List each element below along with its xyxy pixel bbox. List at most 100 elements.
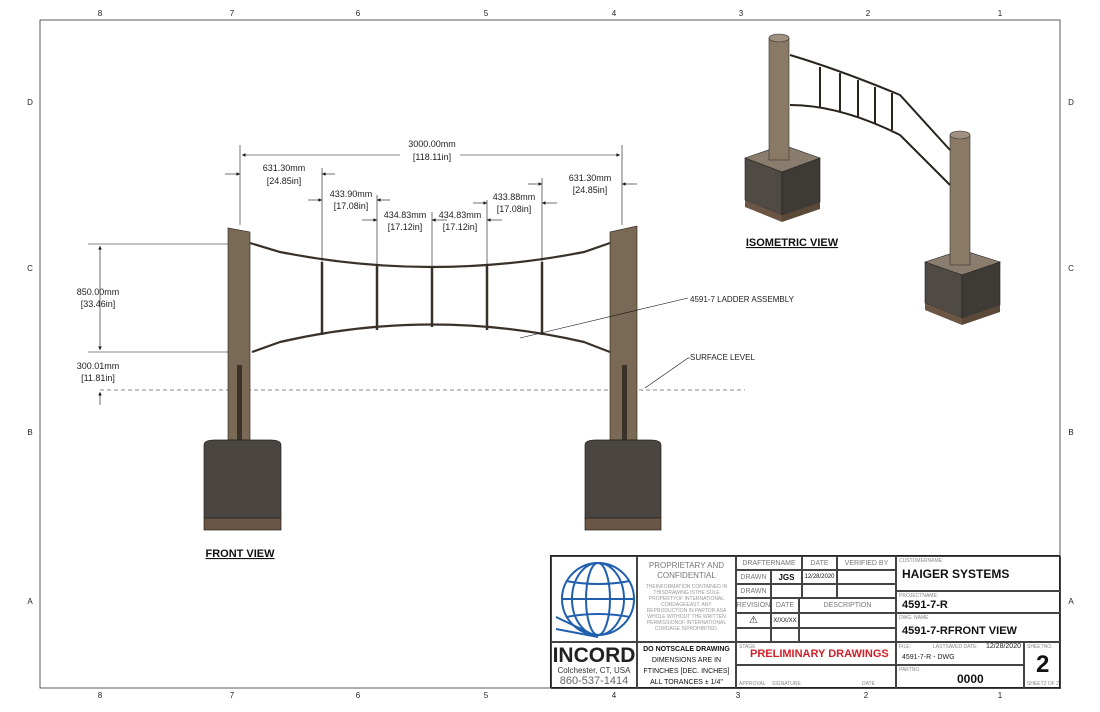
dim-right-mm: 631.30mm bbox=[569, 173, 612, 183]
drawn-label: DRAWN bbox=[736, 570, 771, 584]
dim-clearance-mm: 300.01mm bbox=[77, 361, 120, 371]
dim-span3-in: [17.12in] bbox=[443, 222, 478, 232]
zone-col-label: 8 bbox=[98, 691, 103, 700]
notes-cell: DO NOTSCALE DRAWING DIMENSIONS ARE IN FT… bbox=[637, 642, 736, 689]
revision-date-header: DATE bbox=[771, 598, 799, 613]
verified-by bbox=[837, 570, 896, 584]
dim-span3-mm: 434.83mm bbox=[439, 210, 482, 220]
company-cell: INCORD Colchester, CT, USA 860-537-1414 bbox=[551, 642, 637, 689]
dim-overall-in: [118.11in] bbox=[413, 152, 451, 162]
empty-cell bbox=[799, 628, 896, 642]
surface-callout: SURFACE LEVEL bbox=[690, 353, 755, 362]
right-base bbox=[584, 439, 662, 519]
company-name: INCORD bbox=[552, 643, 636, 667]
sheet-cell: SHEETNO. 2 SHEET2 OF 2 bbox=[1024, 642, 1061, 689]
dim-height-in: [33.46in] bbox=[81, 299, 116, 309]
top-rope bbox=[249, 241, 611, 269]
signature-label: SIGNATURE bbox=[772, 681, 801, 687]
part-label: PARTNO. bbox=[899, 667, 921, 673]
right-post bbox=[584, 225, 662, 531]
note-line: ALL TORANCES ± 1/4" bbox=[650, 678, 723, 686]
sheet-of: SHEET2 OF 2 bbox=[1027, 681, 1059, 687]
last-saved-date: 12/28/2020 bbox=[985, 643, 1021, 650]
zone-col-label: 6 bbox=[356, 691, 361, 700]
front-view-title: FRONT VIEW bbox=[205, 548, 275, 560]
note-line: DIMENSIONS ARE IN bbox=[651, 656, 722, 664]
project-cell: PROJECTNAME: 4591-7-R bbox=[896, 591, 1061, 613]
zone-col-label: 5 bbox=[484, 691, 489, 700]
date-header: DATE bbox=[802, 556, 837, 570]
zone-col-label: 7 bbox=[230, 691, 235, 700]
drafter-header: DRAFTERNAME bbox=[736, 556, 802, 570]
zone-col-label: 2 bbox=[864, 691, 869, 700]
empty-cell bbox=[837, 584, 896, 598]
iso-right-assembly bbox=[924, 130, 1001, 325]
sheet-number: 2 bbox=[1036, 651, 1050, 678]
empty-cell bbox=[736, 628, 771, 642]
zone-row-label: A bbox=[1068, 597, 1074, 606]
stage-value: PRELIMINARY DRAWINGS bbox=[750, 648, 889, 660]
proprietary-text: THEINFORMATION CONTAINED IN THISDRAWING … bbox=[645, 584, 728, 632]
zone-col-label: 5 bbox=[484, 9, 489, 18]
sheet-label: SHEETNO. bbox=[1027, 644, 1053, 650]
ladder-rungs bbox=[320, 262, 544, 335]
revision-date: X/XX/XX bbox=[771, 613, 799, 628]
note-line: FTINCHES [DEC. INCHES] bbox=[643, 667, 730, 675]
dim-left-mm: 631.30mm bbox=[263, 163, 306, 173]
dim-span4-mm: 433.88mm bbox=[493, 192, 536, 202]
dwg-name: 4591-7-RFRONT VIEW bbox=[902, 625, 1017, 637]
iso-ladder bbox=[789, 54, 951, 186]
revision-description bbox=[799, 613, 896, 628]
dim-overall-mm: 3000.00mm bbox=[408, 139, 456, 149]
warning-triangle-icon: ⚠ bbox=[736, 613, 771, 628]
zone-col-label: 3 bbox=[739, 9, 744, 18]
last-saved-label: LASTSAVED DATE: bbox=[933, 644, 978, 650]
note-line: DO NOTSCALE DRAWING bbox=[643, 645, 730, 653]
approval-label: APPROVAL bbox=[739, 681, 766, 687]
zone-col-label: 3 bbox=[736, 691, 741, 700]
title-block: INCORD Colchester, CT, USA 860-537-1414 … bbox=[550, 555, 1061, 689]
sheet-border bbox=[39, 19, 1061, 689]
file-name: 4591-7-R - DWG bbox=[902, 654, 955, 661]
verified-header: VERIFIED BY bbox=[837, 556, 896, 570]
logo-cell bbox=[551, 556, 637, 642]
proprietary-heading: PROPRIETARY AND CONFIDENTIAL bbox=[648, 561, 725, 580]
dim-left-in: [24.85in] bbox=[267, 176, 302, 186]
incord-globe-logo bbox=[555, 562, 635, 638]
part-number: 0000 bbox=[957, 672, 984, 686]
stage-label: STAGE bbox=[739, 644, 756, 650]
dimension-lines bbox=[88, 145, 690, 405]
isometric-view-title: ISOMETRIC VIEW bbox=[746, 237, 839, 249]
empty-cell bbox=[802, 584, 837, 598]
customer-name: HAIGER SYSTEMS bbox=[902, 567, 1010, 581]
approval-date-label: DATE bbox=[862, 681, 875, 687]
zone-row-label: C bbox=[27, 264, 33, 273]
file-cell: FILE: LASTSAVED DATE: 12/28/2020 4591-7-… bbox=[896, 642, 1024, 665]
dimension-labels: 3000.00mm [118.11in] 631.30mm [24.85in] … bbox=[77, 139, 612, 383]
dim-span4-in: [17.08in] bbox=[497, 204, 532, 214]
dwg-label: DWG. NAME bbox=[899, 615, 929, 621]
dim-height-mm: 850.00mm bbox=[77, 287, 120, 297]
customer-label: CUSTOMERNAME: bbox=[899, 558, 944, 564]
bottom-rope bbox=[251, 323, 611, 354]
dim-span2-mm: 434.83mm bbox=[384, 210, 427, 220]
approval-cell: APPROVAL SIGNATURE DATE bbox=[736, 665, 896, 689]
dim-right-in: [24.85in] bbox=[573, 185, 608, 195]
part-cell: PARTNO. 0000 bbox=[896, 665, 1024, 689]
zone-row-label: D bbox=[27, 98, 33, 107]
empty-cell bbox=[771, 584, 802, 598]
customer-cell: CUSTOMERNAME: HAIGER SYSTEMS bbox=[896, 556, 1061, 591]
company-location: Colchester, CT, USA bbox=[557, 665, 631, 675]
iso-left-assembly bbox=[744, 33, 821, 222]
dwg-cell: DWG. NAME 4591-7-RFRONT VIEW bbox=[896, 613, 1061, 642]
drawn-date: 12/28/2020 bbox=[802, 570, 837, 584]
zone-col-label: 2 bbox=[866, 9, 871, 18]
front-view: 3000.00mm [118.11in] 631.30mm [24.85in] … bbox=[77, 139, 795, 560]
zone-col-label: 1 bbox=[998, 691, 1003, 700]
zone-row-label: D bbox=[1068, 98, 1074, 107]
zone-col-label: 1 bbox=[998, 9, 1003, 18]
empty-cell bbox=[771, 628, 799, 642]
zone-row-label: B bbox=[1068, 428, 1073, 437]
description-header: DESCRIPTION bbox=[799, 598, 896, 613]
